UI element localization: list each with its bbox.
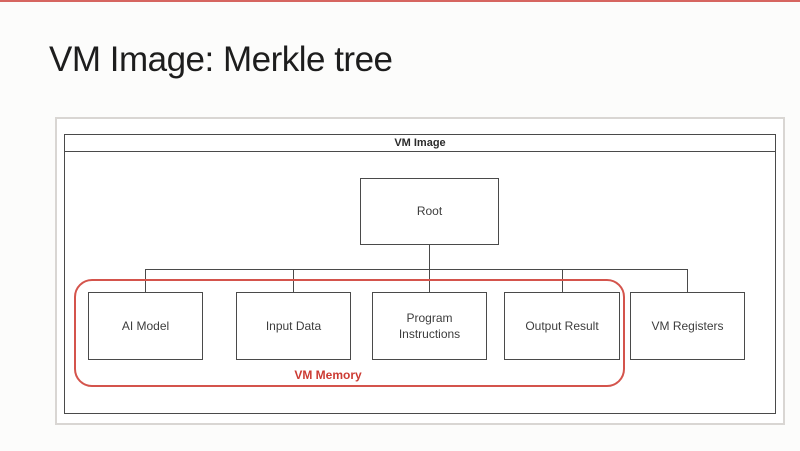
node-root: Root	[360, 178, 499, 245]
slide-title: VM Image: Merkle tree	[49, 40, 393, 79]
connector-drop-program-instructions	[429, 270, 430, 292]
top-edge-red-line	[0, 0, 800, 2]
node-vm-registers: VM Registers	[630, 292, 745, 360]
node-ai-model: AI Model	[88, 292, 203, 360]
connector-drop-input-data	[293, 270, 294, 292]
connector-horizontal	[145, 269, 688, 270]
connector-drop-output-result	[562, 270, 563, 292]
connector-drop-ai-model	[145, 270, 146, 292]
vm-memory-group-label: VM Memory	[294, 368, 362, 382]
connector-root-drop	[429, 245, 430, 269]
connector-drop-vm-registers	[687, 270, 688, 292]
node-input-data: Input Data	[236, 292, 351, 360]
vm-memory-group-outline	[74, 279, 625, 387]
node-program-instructions: Program Instructions	[372, 292, 487, 360]
node-output-result: Output Result	[504, 292, 620, 360]
vm-image-container-label: VM Image	[64, 134, 776, 152]
